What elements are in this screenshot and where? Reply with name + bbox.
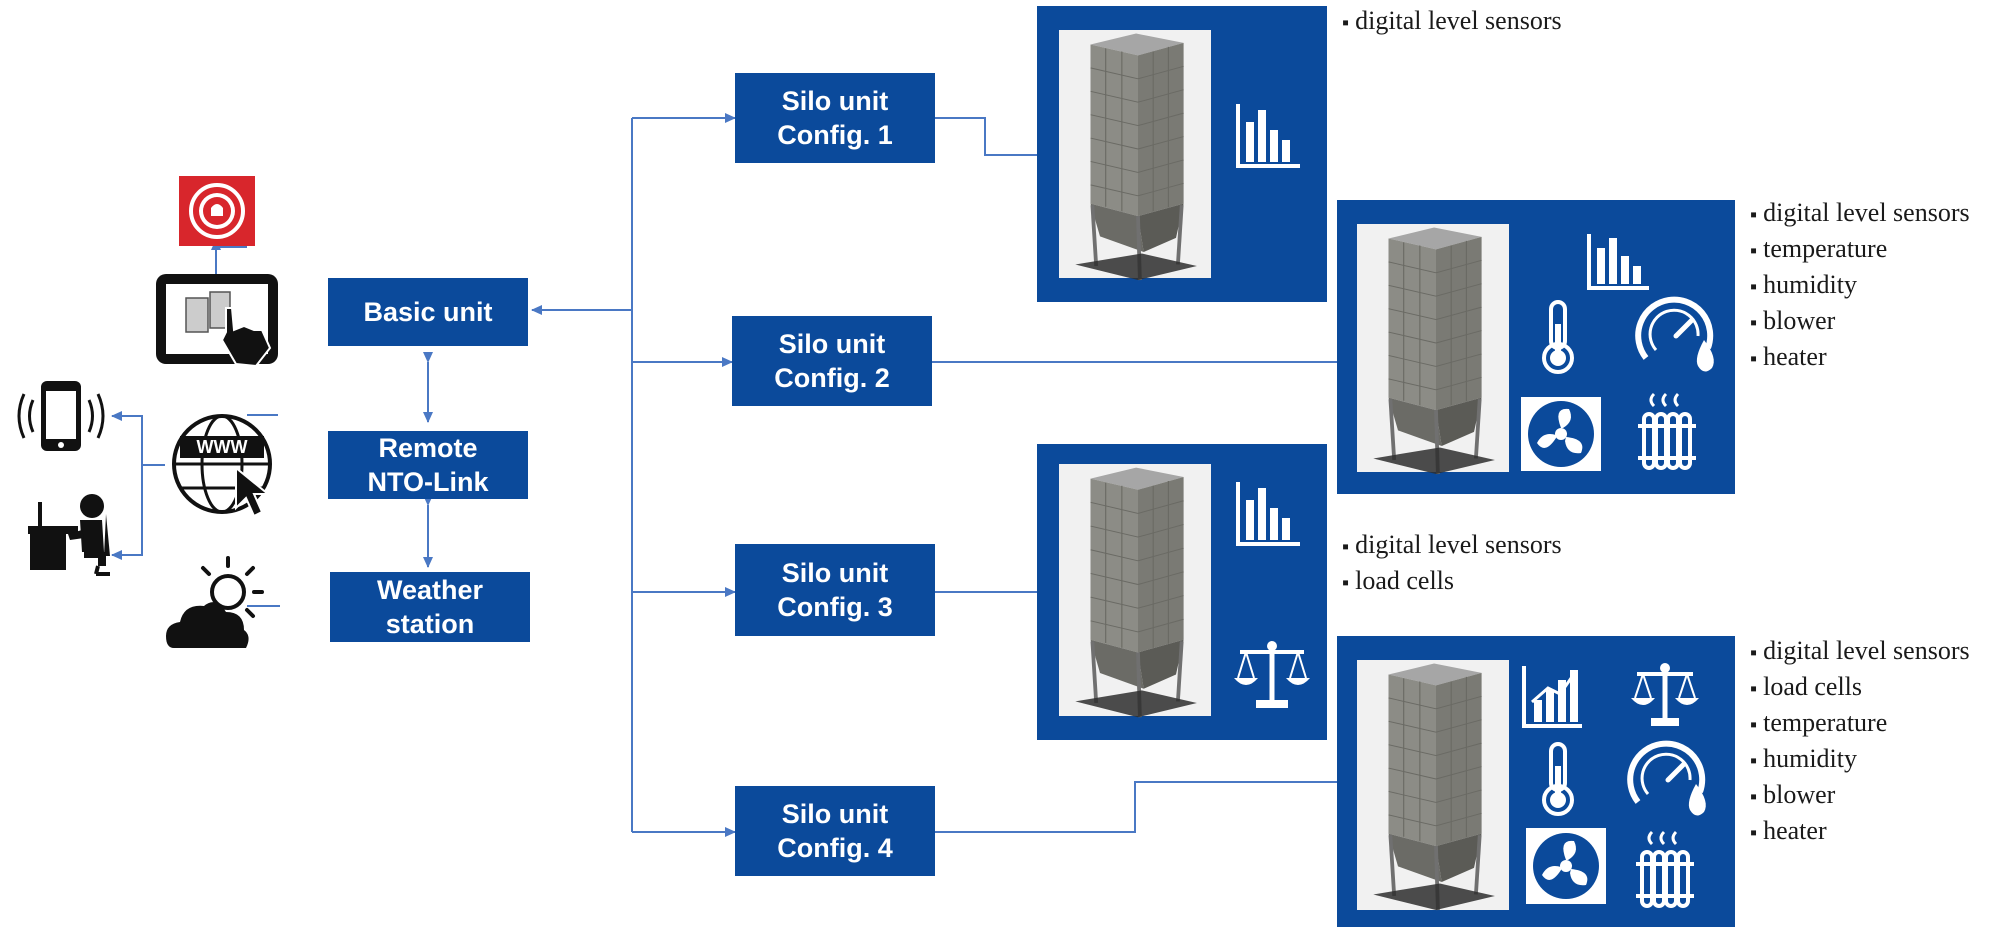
config-2-features: digital level sensors temperature humidi… — [1750, 196, 1970, 376]
silo-panel-config-1 — [1037, 6, 1327, 302]
list-item: blower — [1750, 304, 1970, 340]
silo-config-4-box: Silo unit Config. 4 — [735, 786, 935, 876]
weather-cloud-sun-icon — [166, 556, 264, 648]
remote-link-box: Remote NTO-Link — [328, 431, 528, 499]
list-item: heater — [1750, 340, 1970, 376]
bar-chart-icon — [1522, 666, 1582, 728]
config-1-features: digital level sensors — [1342, 4, 1562, 40]
list-item: load cells — [1750, 670, 1970, 706]
smartphone-icon — [17, 381, 105, 451]
silo-config-3-box: Silo unit Config. 3 — [735, 544, 935, 636]
list-item: blower — [1750, 778, 1970, 814]
list-item: digital level sensors — [1342, 4, 1562, 40]
list-item: temperature — [1750, 706, 1970, 742]
silo-panel-config-4 — [1337, 636, 1735, 927]
silo-config-1-label: Silo unit Config. 1 — [777, 86, 893, 150]
silo-config-2-label: Silo unit Config. 2 — [774, 329, 890, 393]
weather-station-label: Weather station — [376, 575, 484, 639]
silo-config-1-box: Silo unit Config. 1 — [735, 73, 935, 163]
fan-icon — [1526, 828, 1606, 904]
radiator-icon — [1638, 392, 1696, 470]
silo-image — [1371, 225, 1497, 476]
silo-panel-config-2 — [1337, 200, 1735, 494]
alarm-icon — [179, 176, 255, 246]
silo-config-3-label: Silo unit Config. 3 — [777, 558, 893, 622]
fan-icon — [1521, 397, 1601, 471]
bar-chart-icon — [1587, 234, 1649, 290]
list-item: temperature — [1750, 232, 1970, 268]
bar-chart-icon — [1236, 482, 1300, 546]
thermometer-icon — [1542, 742, 1574, 816]
svg-text:WWW: WWW — [197, 437, 248, 457]
scale-icon — [1234, 641, 1310, 708]
silo-config-2-box: Silo unit Config. 2 — [732, 316, 932, 406]
silo-config-4-label: Silo unit Config. 4 — [777, 799, 893, 863]
list-item: heater — [1750, 814, 1970, 850]
list-item: digital level sensors — [1750, 196, 1970, 232]
list-item: digital level sensors — [1750, 634, 1970, 670]
www-globe-icon: WWW — [172, 414, 272, 518]
humidity-gauge-icon — [1635, 296, 1714, 372]
scale-icon — [1631, 663, 1699, 726]
silo-image — [1371, 661, 1497, 912]
silo-image — [1073, 31, 1199, 282]
connectors-tree — [531, 113, 1337, 837]
silo-image — [1073, 465, 1199, 720]
thermometer-icon — [1542, 300, 1574, 374]
config-3-features: digital level sensors load cells — [1342, 528, 1562, 600]
config-4-features: digital level sensors load cells tempera… — [1750, 634, 1970, 850]
weather-station-box: Weather station — [330, 572, 530, 642]
bar-chart-icon — [1236, 104, 1300, 168]
list-item: digital level sensors — [1342, 528, 1562, 564]
remote-link-label: Remote NTO-Link — [367, 433, 489, 497]
silo-panel-config-3 — [1037, 444, 1327, 740]
humidity-gauge-icon — [1627, 740, 1706, 816]
basic-unit-box: Basic unit — [328, 278, 528, 346]
radiator-icon — [1636, 830, 1694, 908]
list-item: load cells — [1342, 564, 1562, 600]
list-item: humidity — [1750, 268, 1970, 304]
basic-unit-label: Basic unit — [363, 297, 493, 327]
list-item: humidity — [1750, 742, 1970, 778]
tablet-touch-icon — [156, 274, 278, 368]
office-worker-icon — [28, 494, 110, 576]
